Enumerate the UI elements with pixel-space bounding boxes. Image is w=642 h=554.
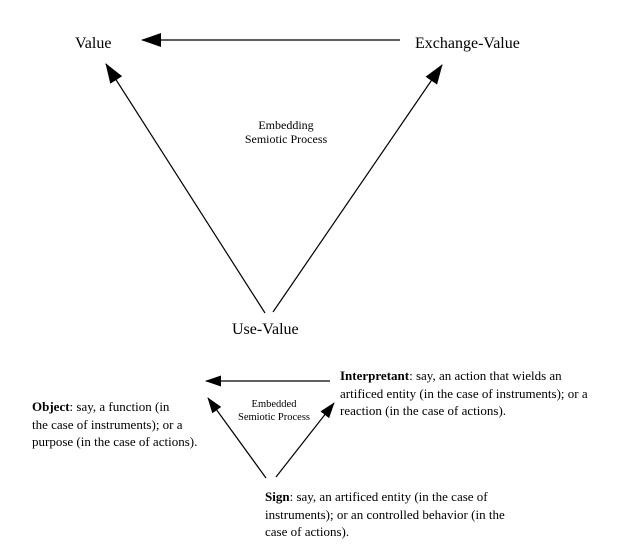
interpretant-term: Interpretant bbox=[340, 368, 410, 383]
sign-text-line3: case of actions). bbox=[265, 524, 350, 539]
object-text-line3: purpose (in the case of actions). bbox=[32, 434, 198, 449]
object-text-line2: the case of instruments); or a bbox=[32, 416, 183, 432]
interpretant-line1-rest: : say, an action that wields an bbox=[409, 368, 562, 383]
exchange-value-label: Exchange-Value bbox=[415, 35, 520, 52]
embedding-label-line1: Embedding bbox=[258, 118, 314, 132]
interpretant-text: Interpretant: say, an action that wields… bbox=[340, 367, 588, 420]
interpretant-text-line1: Interpretant: say, an action that wields… bbox=[340, 367, 588, 385]
object-line1-rest: : say, a function (in bbox=[69, 399, 170, 414]
embedding-semiotic-process-label: Embedding Semiotic Process bbox=[245, 118, 327, 146]
arrow-usevalue-to-value bbox=[105, 63, 266, 314]
value-label: Value bbox=[75, 35, 112, 52]
embedding-label-line2: Semiotic Process bbox=[244, 132, 328, 146]
arrow-sign-to-interpretant bbox=[275, 402, 335, 478]
sign-line1-rest: : say, an artificed entity (in the case … bbox=[289, 489, 488, 504]
sign-text: Sign: say, an artificed entity (in the c… bbox=[265, 488, 505, 541]
arrow-sign-to-object bbox=[207, 397, 267, 479]
object-text: Object: say, a function (in the case of … bbox=[32, 398, 197, 451]
sign-term: Sign bbox=[265, 489, 290, 504]
embedded-semiotic-process-label: Embedded Semiotic Process bbox=[238, 399, 310, 424]
interpretant-text-line2: artificed entity (in the case of instrum… bbox=[340, 385, 588, 401]
sign-text-line1: Sign: say, an artificed entity (in the c… bbox=[265, 488, 505, 506]
embedded-label-line2: Semiotic Process bbox=[237, 411, 311, 423]
object-text-line1: Object: say, a function (in bbox=[32, 398, 197, 416]
use-value-label: Use-Value bbox=[232, 321, 299, 338]
embedded-label-line1: Embedded bbox=[251, 399, 297, 410]
interpretant-text-line3: reaction (in the case of actions). bbox=[340, 403, 507, 418]
arrow-usevalue-to-exchangevalue bbox=[272, 64, 443, 313]
sign-text-line2: instruments); or an controlled behavior … bbox=[265, 506, 505, 522]
object-term: Object bbox=[32, 399, 70, 414]
